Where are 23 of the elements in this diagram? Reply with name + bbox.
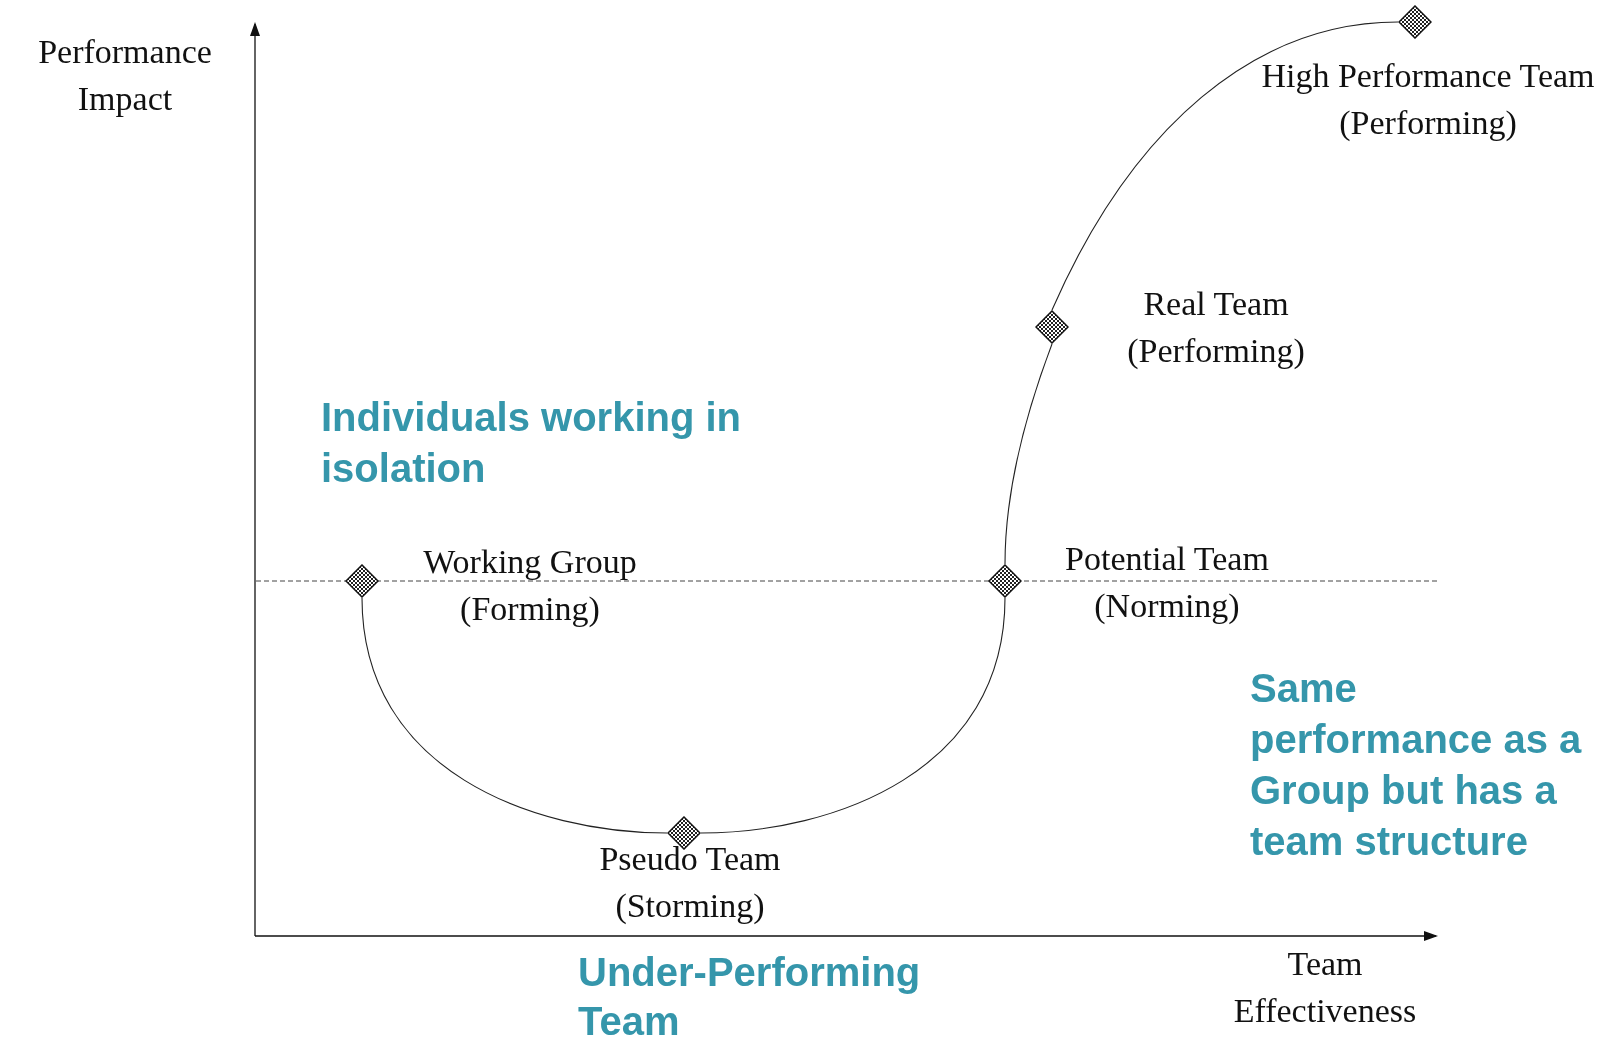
stage-caption: Real Team [1143,284,1289,324]
diamond-marker [988,564,1022,598]
stage-caption: (Storming) [615,886,765,926]
axis-label: Performance Impact [37,32,213,119]
annotation-text: Individuals working in isolation [321,394,743,492]
stage-caption: (Performing) [1127,331,1305,371]
diamond-marker [345,564,379,598]
stage-caption: High Performance Team [1261,56,1595,96]
diamond-marker [1035,310,1069,344]
stage-caption: Pseudo Team [599,839,781,879]
annotation-text: Same performance as a Group but has a team structure [1250,665,1583,865]
annotation-text: Under-Performing Team [578,949,922,1045]
stage-caption: (Norming) [1094,586,1240,626]
stage-caption: Working Group [423,542,637,582]
stage-caption: (Forming) [460,589,600,629]
curve-line [700,597,1006,834]
curve-line [1004,343,1053,565]
curve-line [361,597,668,834]
stage-caption: Potential Team [1065,539,1269,579]
diamond-marker [1398,5,1432,39]
curve-line [1051,21,1399,311]
axis-label: Team Effectiveness [1232,944,1418,1031]
stage-caption: (Performing) [1339,103,1517,143]
